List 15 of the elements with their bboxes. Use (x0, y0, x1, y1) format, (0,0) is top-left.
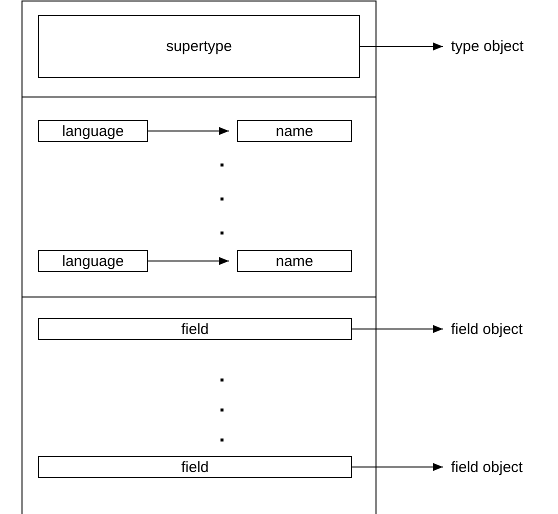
target-label: field object (451, 319, 555, 339)
field-box: field (38, 318, 352, 340)
target-label: field object (451, 457, 555, 477)
arrow (148, 127, 230, 135)
field-box: field (38, 456, 352, 478)
field-box: language (38, 250, 148, 272)
target-label: type object (451, 36, 551, 56)
field-box: supertype (38, 15, 360, 78)
field-box: language (38, 120, 148, 142)
arrow (360, 42, 444, 50)
arrow (352, 325, 444, 333)
field-box: name (237, 250, 352, 272)
field-box: name (237, 120, 352, 142)
arrow (352, 463, 444, 471)
arrow (148, 257, 230, 265)
